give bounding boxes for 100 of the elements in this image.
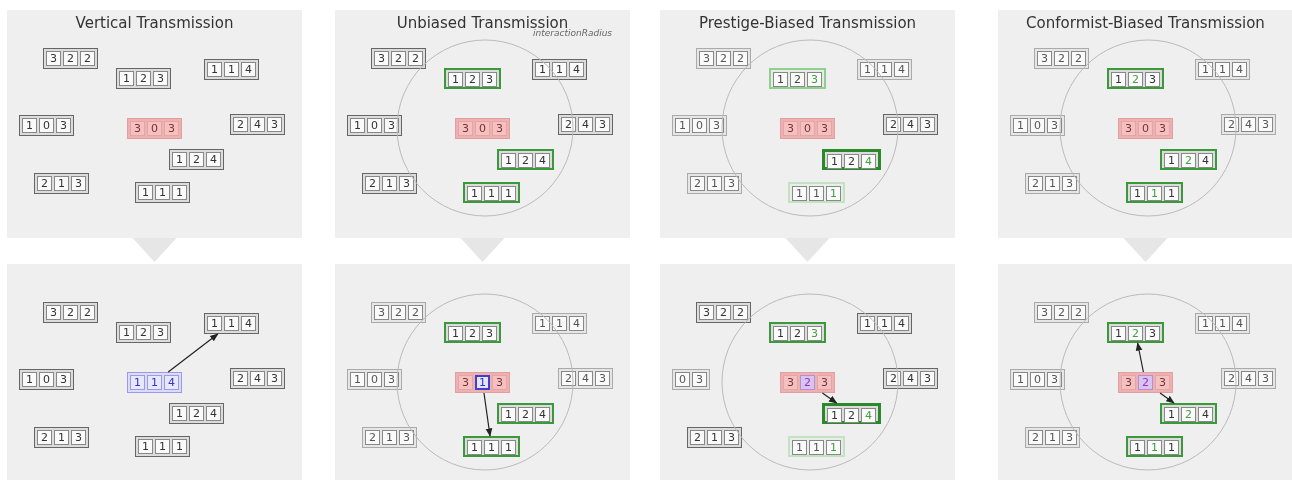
agent-box — [371, 48, 426, 69]
digit-cell: 2 — [365, 430, 380, 445]
agent-box — [230, 114, 285, 135]
agent-box — [347, 115, 402, 136]
digit-cell: 1 — [350, 118, 365, 133]
digit-cell: 4 — [241, 62, 256, 77]
digit-cell: 1 — [172, 406, 187, 421]
agent-box — [672, 369, 710, 390]
agent-box — [1118, 372, 1173, 393]
digit-cell: 0 — [39, 372, 54, 387]
panel-title: Prestige-Biased Transmission — [697, 14, 918, 32]
digit-cell: 4 — [241, 316, 256, 331]
agent-box — [1126, 182, 1183, 203]
panel — [660, 264, 955, 480]
digit-cell: 3 — [692, 372, 707, 387]
digit-cell: 2 — [1071, 51, 1086, 66]
agent-box — [135, 182, 190, 203]
agent-box — [455, 118, 510, 139]
digit-cell: 4 — [1198, 407, 1213, 422]
panel — [335, 10, 630, 238]
digit-cell: 4 — [206, 406, 221, 421]
digit-cell: 2 — [37, 430, 52, 445]
agent-box — [455, 372, 510, 393]
digit-cell: 2 — [844, 408, 859, 423]
digit-cell: 4 — [578, 117, 593, 132]
digit-cell: 1 — [860, 316, 875, 331]
digit-cell: 1 — [707, 176, 722, 191]
digit-cell: 2 — [733, 305, 748, 320]
digit-cell: 1 — [552, 62, 567, 77]
digit-cell: 1 — [54, 430, 69, 445]
digit-cell: 1 — [535, 62, 550, 77]
digit-cell: 3 — [1037, 51, 1052, 66]
agent-box — [780, 118, 835, 139]
digit-cell: 1 — [827, 154, 842, 169]
digit-cell: 1 — [552, 316, 567, 331]
agent-box — [780, 372, 835, 393]
agent-box — [1025, 173, 1080, 194]
panel — [998, 264, 1292, 480]
digit-cell: 0 — [800, 121, 815, 136]
digit-cell: 2 — [518, 153, 533, 168]
panel-title: Vertical Transmission — [74, 14, 235, 32]
panel — [335, 264, 630, 480]
digit-cell: 1 — [877, 316, 892, 331]
digit-cell: 2 — [1181, 153, 1196, 168]
agent-box — [1195, 59, 1250, 80]
digit-cell: 2 — [561, 117, 576, 132]
digit-cell: 1 — [792, 186, 807, 201]
digit-cell: 2 — [886, 371, 901, 386]
digit-cell: 2 — [790, 72, 805, 87]
digit-cell: 4 — [578, 371, 593, 386]
digit-cell: 3 — [267, 371, 282, 386]
panel-title: Conformist-Biased Transmission — [1025, 14, 1266, 32]
digit-cell: 2 — [690, 176, 705, 191]
digit-cell: 0 — [675, 372, 690, 387]
digit-cell: 3 — [724, 430, 739, 445]
agent-box — [230, 368, 285, 389]
agent-box — [1107, 322, 1164, 343]
digit-cell: 4 — [250, 117, 265, 132]
agent-box — [1034, 302, 1089, 323]
digit-cell: 3 — [817, 375, 832, 390]
digit-cell: 2 — [1028, 430, 1043, 445]
digit-cell: 1 — [1013, 118, 1028, 133]
digit-cell: 2 — [391, 305, 406, 320]
digit-cell: 2 — [1028, 176, 1043, 191]
agent-box — [1221, 368, 1276, 389]
digit-cell: 2 — [80, 305, 95, 320]
digit-cell: 3 — [458, 375, 473, 390]
agent-box — [532, 59, 587, 80]
digit-cell: 2 — [63, 305, 78, 320]
agent-box — [687, 173, 742, 194]
digit-cell: 3 — [458, 121, 473, 136]
digit-cell: 1 — [1215, 316, 1230, 331]
digit-cell: 3 — [384, 372, 399, 387]
digit-cell: 1 — [155, 439, 170, 454]
digit-cell: 3 — [1037, 305, 1052, 320]
digit-cell: 3 — [699, 305, 714, 320]
arrow — [821, 392, 838, 404]
agent-box — [169, 149, 224, 170]
digit-cell: 1 — [827, 408, 842, 423]
digit-cell: 4 — [250, 371, 265, 386]
digit-cell: 3 — [56, 372, 71, 387]
agent-box — [34, 427, 89, 448]
digit-cell: 4 — [569, 316, 584, 331]
agent-box — [169, 403, 224, 424]
digit-cell: 0 — [1030, 372, 1045, 387]
digit-cell: 2 — [1128, 326, 1143, 341]
digit-cell: 0 — [147, 121, 162, 136]
digit-cell: 3 — [399, 176, 414, 191]
agent-box — [444, 68, 501, 89]
digit-cell: 1 — [448, 72, 463, 87]
digit-cell: 2 — [690, 430, 705, 445]
digit-cell: 3 — [783, 375, 798, 390]
digit-cell: 3 — [46, 51, 61, 66]
digit-cell: 1 — [130, 375, 145, 390]
digit-cell: 3 — [384, 118, 399, 133]
digit-cell: 4 — [1241, 117, 1256, 132]
digit-cell: 1 — [1164, 440, 1179, 455]
digit-cell: 1 — [172, 439, 187, 454]
digit-cell: 2 — [1224, 371, 1239, 386]
agent-box — [204, 313, 259, 334]
